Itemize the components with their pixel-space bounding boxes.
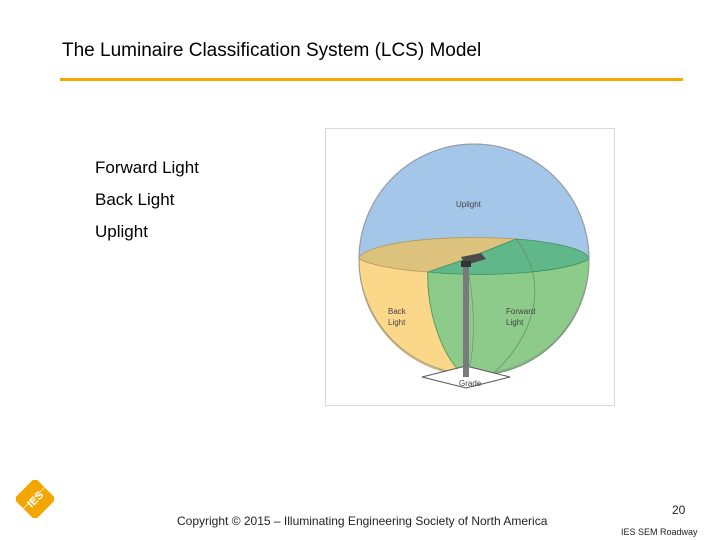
title-divider [60,78,683,81]
bullet-back-light: Back Light [95,190,175,209]
ies-logo: IES [16,480,54,518]
footer-org: IES SEM Roadway [621,527,698,537]
label-uplight: Uplight [456,200,482,209]
label-grade: Grade [459,379,482,388]
footer-copyright: Copyright © 2015 – Illuminating Engineer… [177,514,548,528]
bullet-uplight: Uplight [95,222,148,241]
pole [463,261,469,377]
bullet-list: Forward Light Back Light Uplight [95,152,199,248]
slide-title: The Luminaire Classification System (LCS… [62,40,482,61]
page-number: 20 [672,503,686,517]
equator-plane-back [358,237,517,273]
bullet-forward-light: Forward Light [95,158,199,177]
